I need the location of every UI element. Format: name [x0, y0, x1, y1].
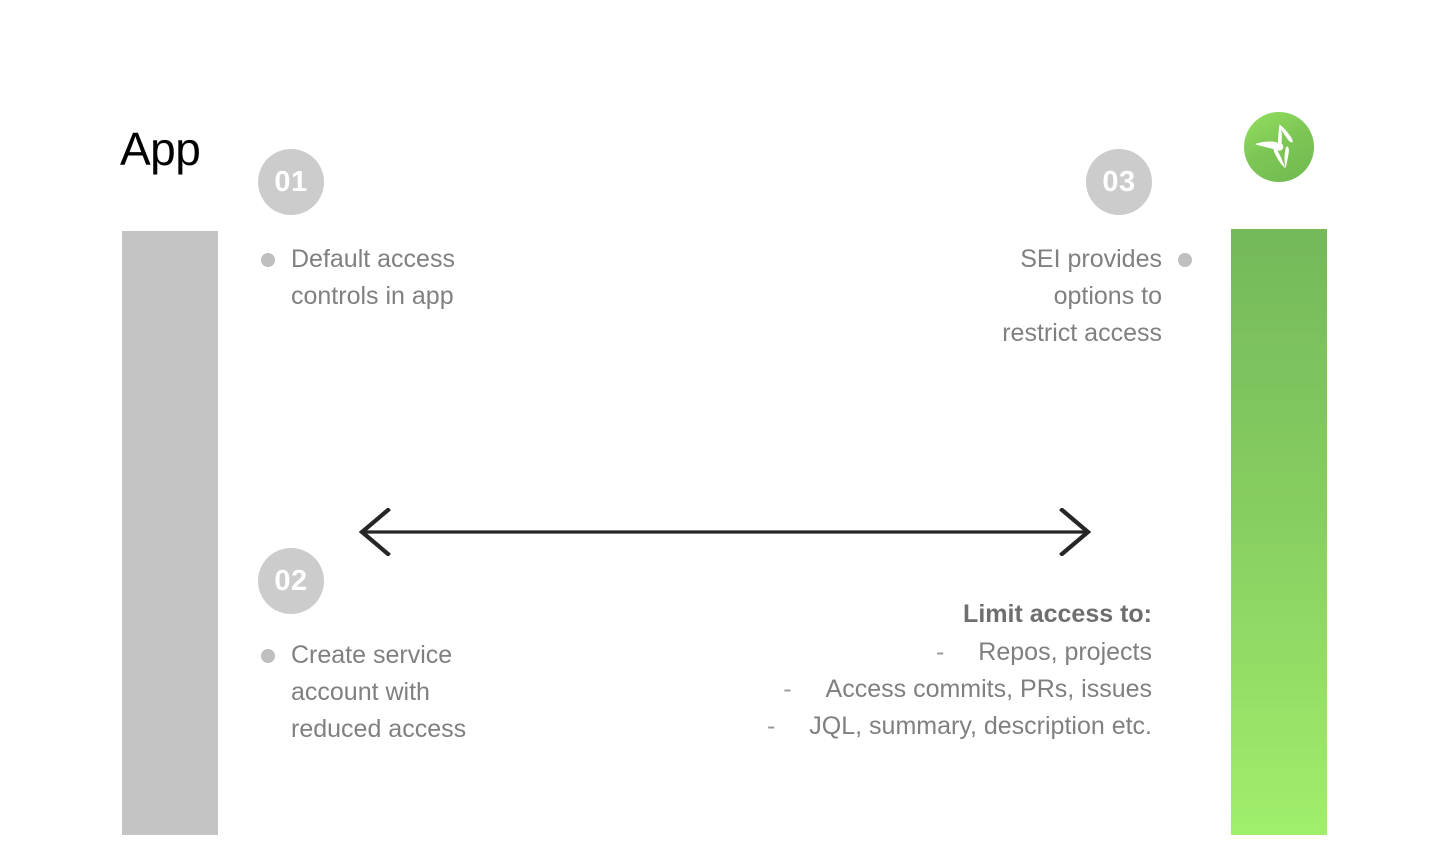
step-03-line-1: SEI provides	[1020, 245, 1162, 273]
step-03-lines: SEI provides options to restrict access	[932, 241, 1162, 352]
limit-access-item-3: - JQL, summary, description etc.	[620, 708, 1152, 745]
left-gray-bar	[122, 231, 218, 835]
step-text-01: Default access controls in app	[261, 241, 521, 315]
step-03-line-3: restrict access	[1002, 319, 1162, 347]
step-01-lines: Default access controls in app	[291, 241, 521, 315]
step-02-line-1: Create service	[291, 641, 453, 669]
step-badge-03: 03	[1086, 149, 1152, 215]
list-dash-marker: -	[766, 712, 776, 740]
harness-sei-propeller-logo-icon	[1244, 112, 1314, 182]
bullet-dot-icon	[261, 253, 275, 267]
step-02-line-2: account with	[291, 678, 430, 706]
step-badge-01: 01	[258, 149, 324, 215]
step-02-lines: Create service account with reduced acce…	[291, 637, 521, 748]
step-03-line-2: options to	[1053, 282, 1162, 310]
list-dash-marker: -	[935, 638, 945, 666]
limit-access-item-2: - Access commits, PRs, issues	[620, 671, 1152, 708]
list-dash-marker: -	[783, 675, 792, 703]
double-headed-horizontal-arrow-icon	[352, 508, 1098, 556]
limit-access-item-3-label: JQL, summary, description etc.	[809, 712, 1152, 740]
limit-access-item-1-label: Repos, projects	[978, 638, 1152, 666]
step-badge-02: 02	[258, 548, 324, 614]
bullet-dot-icon	[261, 649, 275, 663]
step-text-03: SEI provides options to restrict access	[932, 241, 1192, 352]
step-01-line-2: controls in app	[291, 282, 454, 310]
limit-access-item-2-label: Access commits, PRs, issues	[825, 675, 1152, 703]
step-text-02: Create service account with reduced acce…	[261, 637, 521, 748]
bullet-dot-icon	[1178, 253, 1192, 267]
step-01-line-1: Default access	[291, 245, 455, 273]
limit-access-block: Limit access to: - Repos, projects - Acc…	[620, 596, 1152, 745]
limit-access-item-1: - Repos, projects	[620, 634, 1152, 671]
step-02-line-3: reduced access	[291, 715, 467, 743]
right-green-bar	[1231, 229, 1327, 835]
page-title: App	[120, 123, 201, 175]
limit-access-heading: Limit access to:	[963, 600, 1152, 628]
